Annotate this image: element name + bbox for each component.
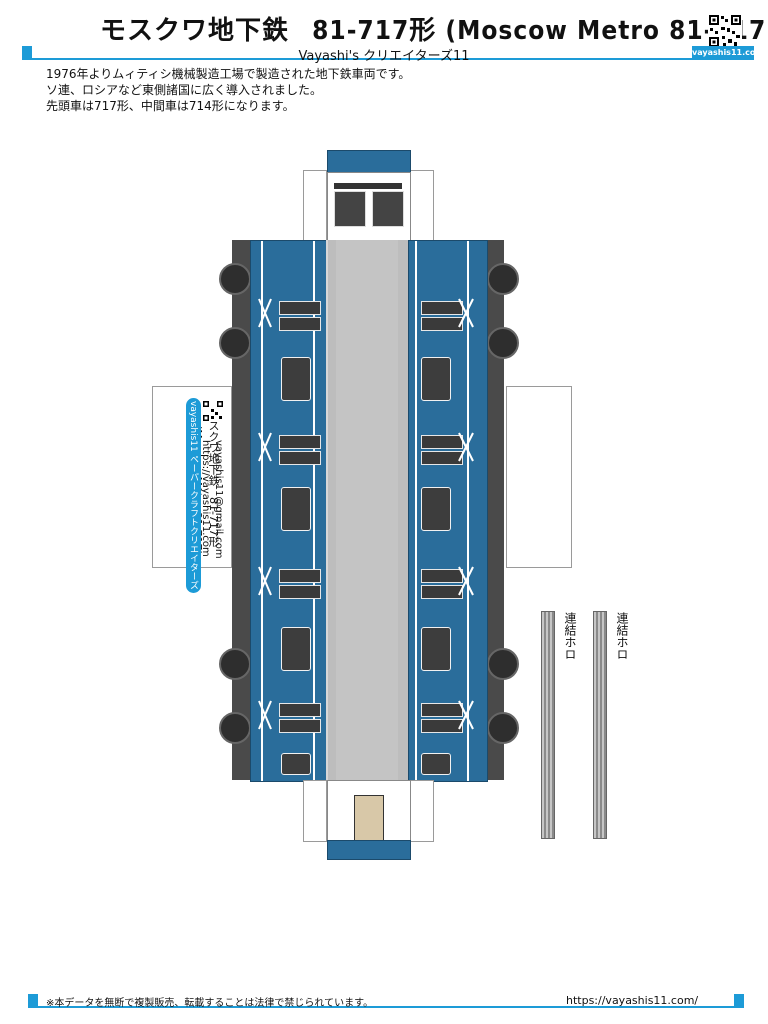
body-stripe xyxy=(313,241,315,781)
description-line: 1976年よりムィティシ機械製造工場で製造された地下鉄車両です。 xyxy=(46,67,411,81)
door-set xyxy=(257,565,305,597)
wheel-icon xyxy=(219,327,251,359)
label-title: モスクワ地下鉄 81-717形 xyxy=(207,409,220,547)
bellows-strip xyxy=(541,611,555,839)
wheel-icon xyxy=(487,263,519,295)
glue-tab xyxy=(303,780,327,842)
door-set xyxy=(455,431,503,463)
headlight-band xyxy=(334,183,402,189)
body-stripe xyxy=(261,241,263,781)
description: 1976年よりムィティシ機械製造工場で製造された地下鉄車両です。 ソ連、ロシアな… xyxy=(46,66,410,114)
title-model: 81-717形 xyxy=(312,16,437,46)
door-set xyxy=(455,565,503,597)
window xyxy=(279,719,321,733)
window xyxy=(421,357,451,401)
car-roof xyxy=(326,240,412,780)
creator-badge: vayashis11 ペーパークラフトクリエイターズ xyxy=(186,398,201,593)
subtitle: Vayashi's クリエイターズ11 xyxy=(298,49,470,64)
glue-tab xyxy=(410,780,434,842)
rear-cab-face xyxy=(327,780,411,842)
cab-window xyxy=(334,191,366,227)
footer-bar-right xyxy=(734,994,744,1008)
wheel-icon xyxy=(219,263,251,295)
header-bar-left xyxy=(22,46,32,60)
window xyxy=(279,703,321,717)
front-cab-face xyxy=(327,172,411,242)
door-set xyxy=(455,297,503,329)
window xyxy=(279,569,321,583)
window xyxy=(421,487,451,531)
wheel-icon xyxy=(487,648,519,680)
description-line: 先頭車は717形、中間車は714形になります。 xyxy=(46,99,295,113)
description-line: ソ連、ロシアなど東側諸国に広く導入されました。 xyxy=(46,83,323,97)
window xyxy=(421,585,463,599)
car-side-left xyxy=(250,240,328,782)
bellows-label: 連結ホロ xyxy=(615,612,629,660)
cab-window xyxy=(372,191,404,227)
body-stripe xyxy=(415,241,417,781)
site-badge: vayashis11.com xyxy=(692,46,764,60)
copyright-note: ※本データを無断で複製販売、転載することは法律で禁じられています。 xyxy=(46,998,374,1009)
window xyxy=(281,753,311,775)
rear-cab-bottom xyxy=(327,840,411,860)
label-url: https://vayashis11.com xyxy=(200,440,211,557)
glue-tab xyxy=(506,386,572,568)
glue-tab xyxy=(410,170,434,242)
glue-tab xyxy=(303,170,327,242)
footer-bar-left xyxy=(28,994,38,1008)
door-set xyxy=(257,431,305,463)
window xyxy=(281,627,311,671)
body-stripe xyxy=(467,241,469,781)
window xyxy=(281,487,311,531)
header-rule xyxy=(32,58,692,60)
door-set xyxy=(257,297,305,329)
window xyxy=(281,357,311,401)
window xyxy=(421,753,451,775)
window xyxy=(279,301,321,315)
bellows-label: 連結ホロ xyxy=(563,612,577,660)
wheel-icon xyxy=(219,648,251,680)
car-side-right xyxy=(408,240,488,782)
window xyxy=(279,451,321,465)
underframe-right xyxy=(486,240,504,780)
door-set xyxy=(455,699,503,731)
rear-door xyxy=(354,795,384,841)
qr-code-icon xyxy=(708,14,742,48)
window xyxy=(421,719,463,733)
window xyxy=(279,317,321,331)
label-email: vayashis11@gmail.com xyxy=(213,440,224,559)
roof-panel xyxy=(336,240,398,780)
window xyxy=(279,435,321,449)
page-title: モスクワ地下鉄 81-717形 (Moscow Metro 81-717) xyxy=(100,10,768,47)
footer-rule xyxy=(38,1006,734,1008)
window xyxy=(421,627,451,671)
wheel-icon xyxy=(487,327,519,359)
wheel-icon xyxy=(219,712,251,744)
window xyxy=(421,451,463,465)
door-set xyxy=(257,699,305,731)
wheel-icon xyxy=(487,712,519,744)
window xyxy=(421,317,463,331)
footer-url[interactable]: https://vayashis11.com/ xyxy=(566,994,699,1007)
front-cab-top xyxy=(327,150,411,174)
window xyxy=(279,585,321,599)
title-jp: モスクワ地下鉄 xyxy=(100,16,290,46)
bellows-strip xyxy=(593,611,607,839)
qr-code-icon xyxy=(202,400,224,422)
underframe-left xyxy=(232,240,250,780)
